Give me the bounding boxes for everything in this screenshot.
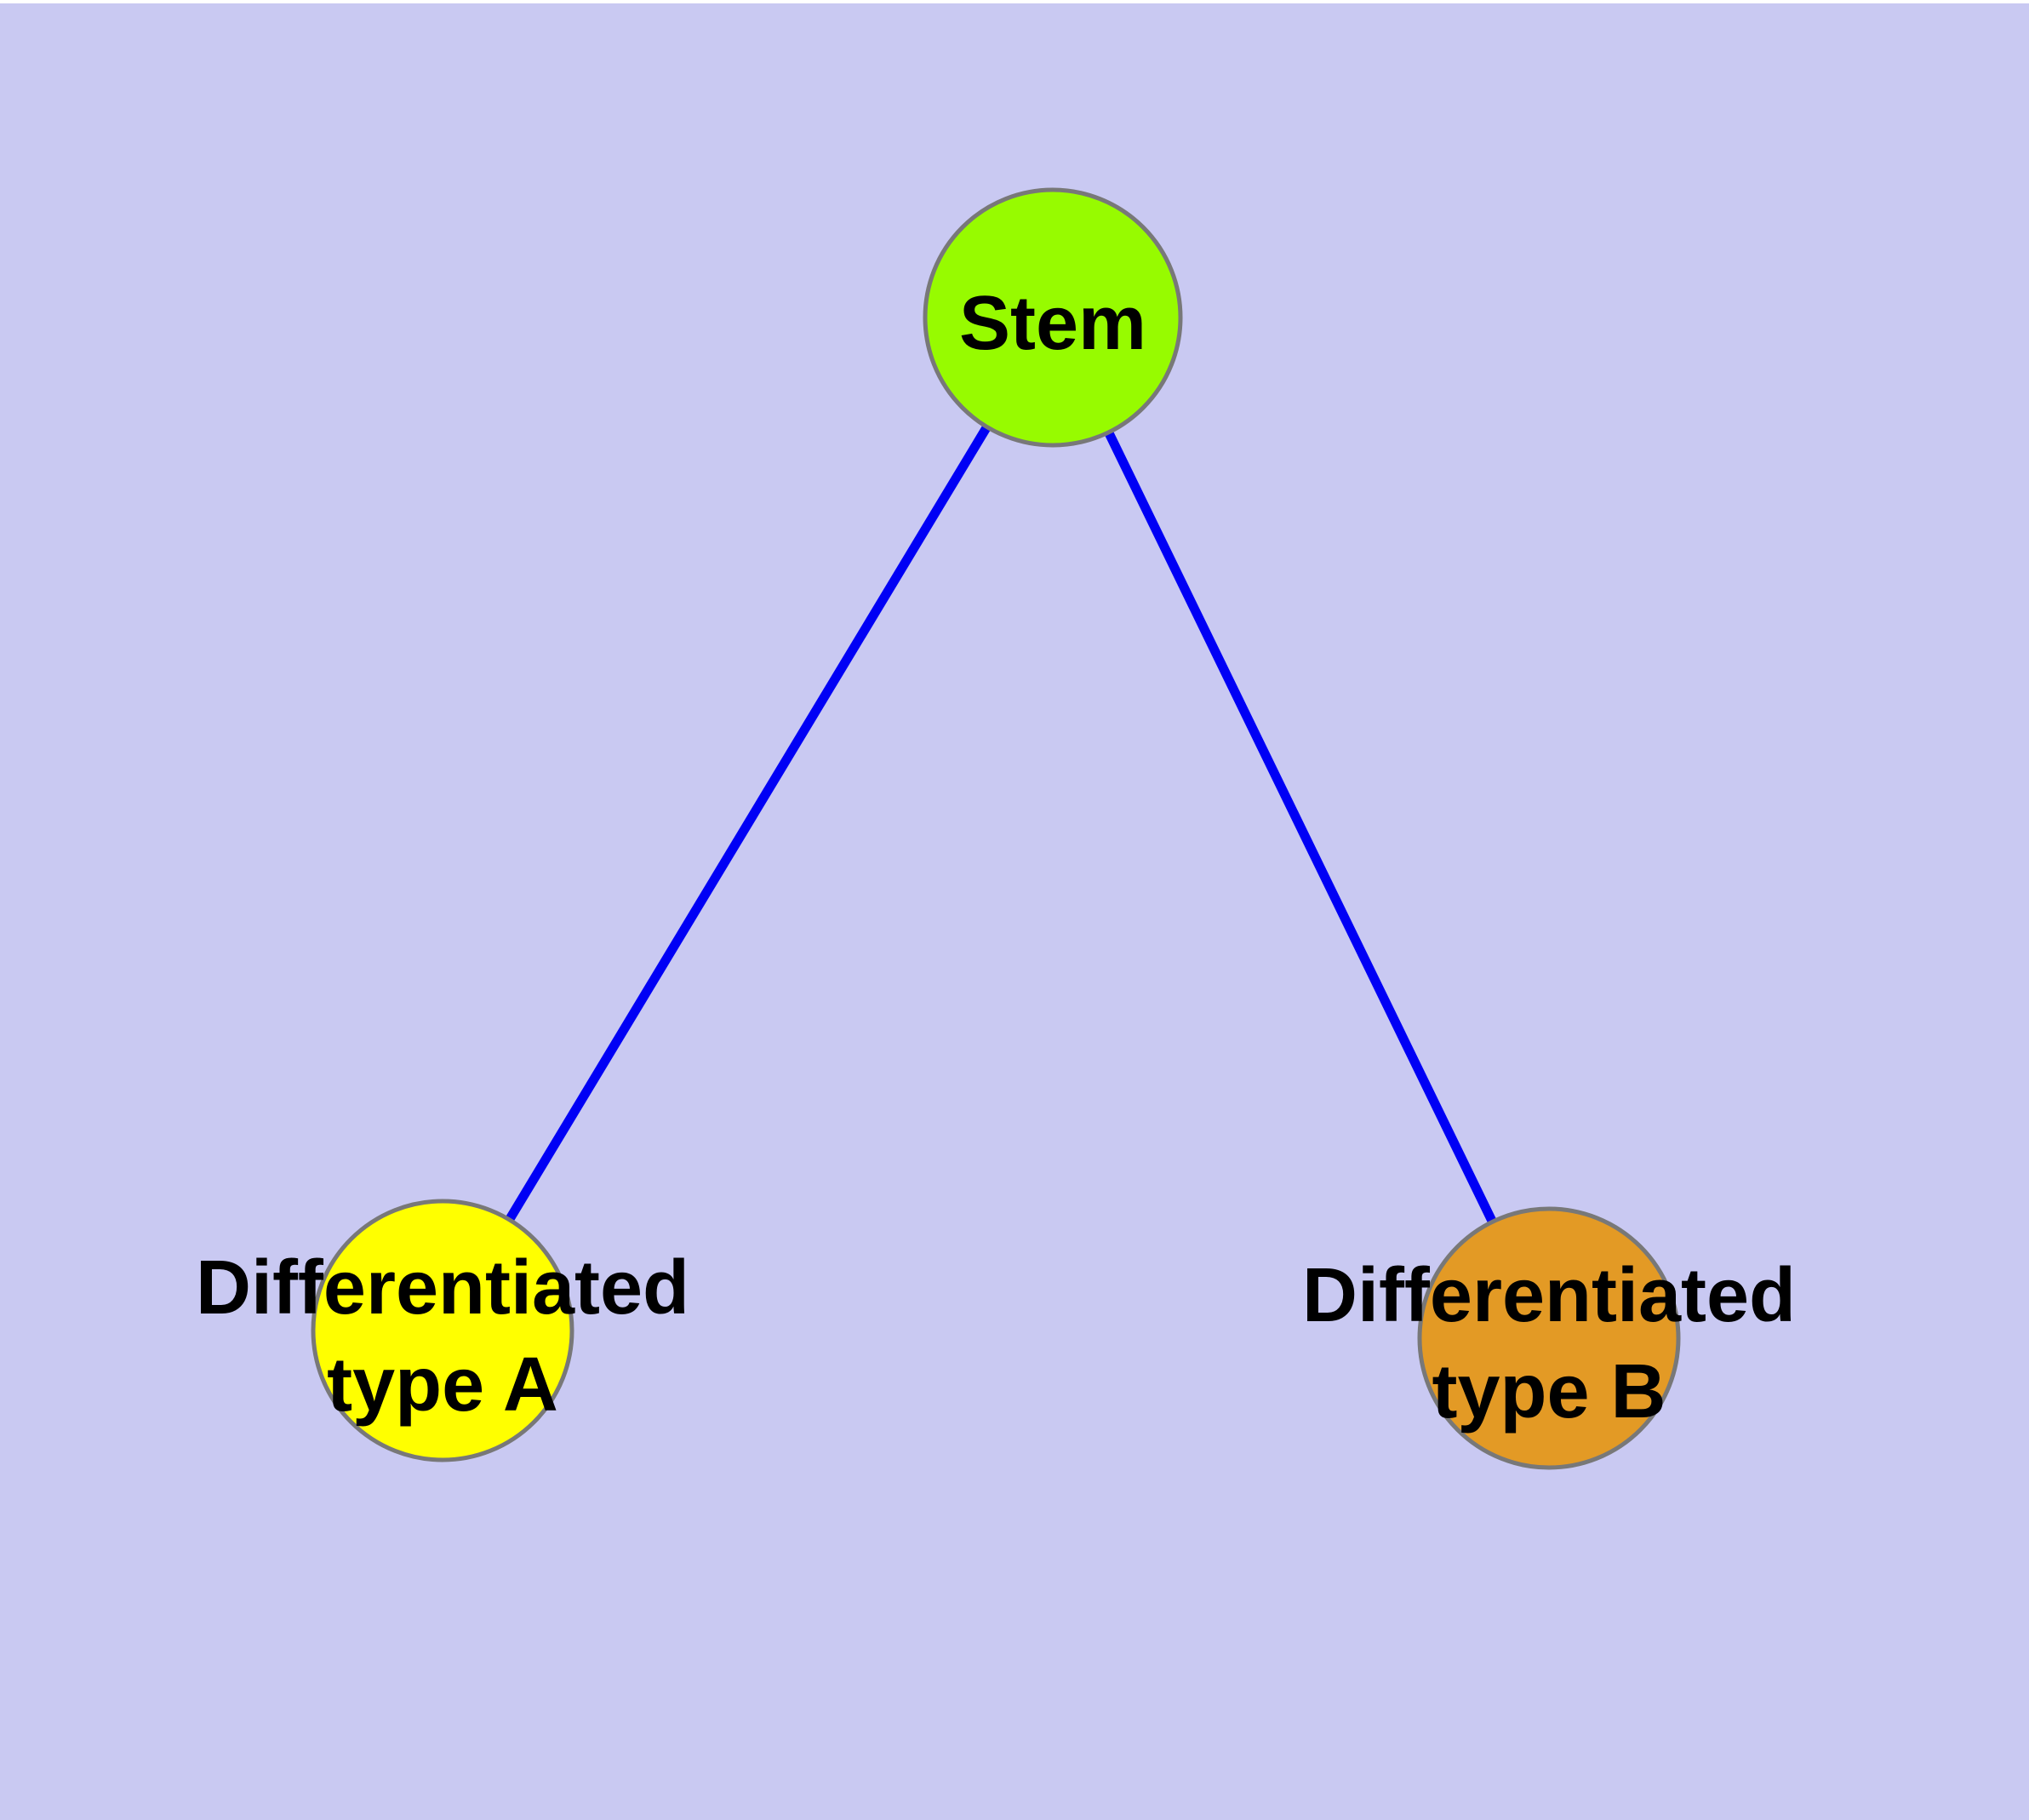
edge-stem-to-type-b	[1049, 315, 1553, 1341]
edge-stem-to-type-a	[438, 315, 1057, 1333]
node-stem-label: Stem	[959, 281, 1146, 366]
node-stem-circle	[923, 187, 1183, 448]
node-differentiated-type-b-circle	[1417, 1206, 1681, 1470]
node-differentiated-type-a-label-line2: type A	[327, 1342, 558, 1428]
node-differentiated-type-a-circle	[311, 1199, 574, 1462]
top-edge-strip	[0, 0, 2029, 3]
node-differentiated-type-b-label-line2: type B	[1432, 1349, 1666, 1434]
node-differentiated-type-b-label-line1: Differentiated	[1302, 1253, 1796, 1338]
node-differentiated-type-a-label-line1: Differentiated	[196, 1245, 689, 1331]
